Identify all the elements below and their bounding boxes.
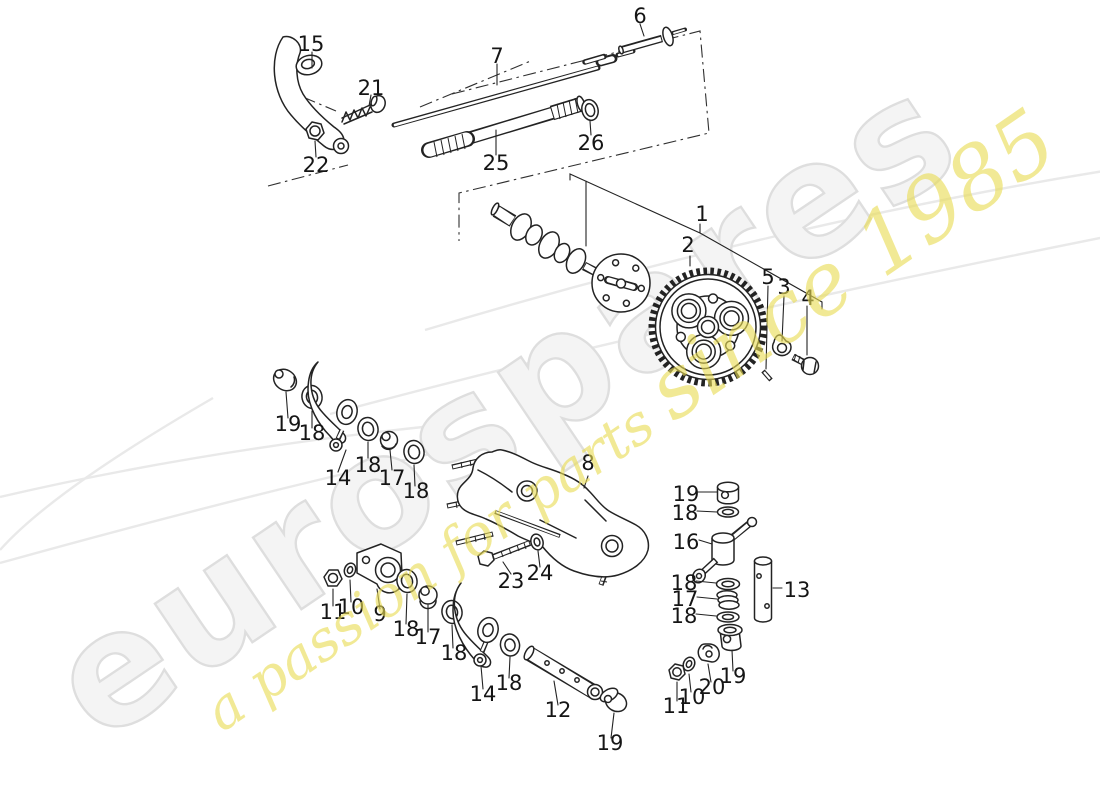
part-label: 20 bbox=[699, 675, 726, 699]
part-ring-18 bbox=[715, 577, 741, 591]
part-label: 10 bbox=[338, 595, 365, 619]
part-spring-washers-17 bbox=[716, 590, 740, 610]
part-label: 18 bbox=[496, 671, 523, 695]
parts-artwork bbox=[272, 26, 820, 713]
part-label: 14 bbox=[325, 466, 352, 490]
part-pin-6 bbox=[582, 26, 687, 65]
part-ring-18 bbox=[716, 506, 740, 518]
part-label: 18 bbox=[441, 641, 468, 665]
part-screw-21 bbox=[341, 94, 386, 125]
part-label: 18 bbox=[393, 617, 420, 641]
part-label: 18 bbox=[672, 501, 699, 525]
part-label: 8 bbox=[581, 451, 594, 475]
part-label: 19 bbox=[597, 731, 624, 755]
part-label: 22 bbox=[303, 153, 330, 177]
part-nut-22 bbox=[305, 121, 325, 141]
part-label: 7 bbox=[490, 44, 503, 68]
part-label: 11 bbox=[663, 694, 690, 718]
part-label: 18 bbox=[355, 453, 382, 477]
part-bushing-17-mid bbox=[418, 585, 438, 610]
part-label: 26 bbox=[578, 131, 605, 155]
part-bushing-19-left bbox=[272, 368, 298, 392]
part-label: 10 bbox=[679, 685, 706, 709]
part-bushing-19-right-top bbox=[716, 481, 740, 505]
part-ring-26 bbox=[581, 98, 599, 122]
part-label: 12 bbox=[545, 698, 572, 722]
part-label: 21 bbox=[358, 76, 385, 100]
part-label: 17 bbox=[379, 466, 406, 490]
part-bolt-23 bbox=[477, 540, 532, 567]
part-label: 18 bbox=[671, 604, 698, 628]
part-label: 14 bbox=[470, 682, 497, 706]
part-camshaft-1 bbox=[490, 202, 651, 313]
part-nut-11-mid bbox=[323, 569, 343, 587]
part-washer-10-right bbox=[682, 656, 696, 672]
part-washer-24 bbox=[530, 533, 544, 551]
part-bushing-17-left bbox=[379, 430, 399, 450]
part-label: 17 bbox=[672, 587, 699, 611]
part-pivot-block-9 bbox=[356, 543, 404, 594]
part-nut-11-right bbox=[668, 663, 686, 681]
part-label: 18 bbox=[299, 421, 326, 445]
part-bushing-19-mid bbox=[599, 687, 628, 713]
watermark-brand: eurospares bbox=[18, 37, 991, 776]
part-bushing-19-right-bottom bbox=[717, 623, 743, 652]
part-label: 18 bbox=[671, 571, 698, 595]
part-ring-18 bbox=[441, 599, 463, 625]
part-label: 13 bbox=[784, 578, 811, 602]
part-label: 17 bbox=[415, 625, 442, 649]
part-rocker-arm-14-mid bbox=[452, 582, 499, 668]
part-label: 23 bbox=[498, 569, 525, 593]
construction-lines bbox=[267, 30, 710, 241]
part-label: 25 bbox=[483, 151, 510, 175]
part-ring-18 bbox=[396, 568, 418, 594]
part-label: 16 bbox=[673, 530, 700, 554]
part-label: 11 bbox=[320, 600, 347, 624]
part-label: 9 bbox=[373, 602, 386, 626]
part-labels: 15 21 22 7 25 26 6 1 2 5 3 4 19 18 14 18… bbox=[275, 4, 815, 755]
part-label: 15 bbox=[298, 32, 325, 56]
part-clamp-20 bbox=[697, 643, 720, 663]
part-washer-10-mid bbox=[343, 562, 357, 578]
part-lever-16 bbox=[691, 516, 758, 584]
part-label: 3 bbox=[777, 275, 790, 299]
part-ring-18 bbox=[499, 633, 521, 657]
part-ring-18 bbox=[716, 611, 740, 623]
leader-lines bbox=[285, 23, 823, 739]
part-label: 2 bbox=[681, 233, 694, 257]
part-label: 1 bbox=[695, 202, 708, 226]
part-label: 5 bbox=[761, 265, 774, 289]
part-label: 18 bbox=[403, 479, 430, 503]
part-bolt-4 bbox=[791, 353, 820, 376]
part-label: 4 bbox=[801, 286, 814, 310]
part-label: 19 bbox=[673, 482, 700, 506]
part-label: 6 bbox=[633, 4, 646, 28]
part-ring-18 bbox=[403, 439, 425, 465]
part-rocker-arm-15 bbox=[273, 35, 350, 155]
part-label: 19 bbox=[720, 664, 747, 688]
part-bracket-8 bbox=[446, 449, 650, 586]
part-ring-18 bbox=[357, 416, 379, 442]
part-tube-13 bbox=[753, 556, 773, 623]
part-lock-tab-3 bbox=[771, 334, 792, 357]
part-shaft-25 bbox=[421, 95, 586, 158]
part-shaft-12 bbox=[523, 645, 604, 701]
part-label: 24 bbox=[527, 561, 554, 585]
part-pin-5 bbox=[761, 369, 773, 382]
part-timing-gear-2 bbox=[648, 267, 768, 387]
part-rocker-arm-14-left bbox=[307, 361, 358, 452]
part-label: 19 bbox=[275, 412, 302, 436]
